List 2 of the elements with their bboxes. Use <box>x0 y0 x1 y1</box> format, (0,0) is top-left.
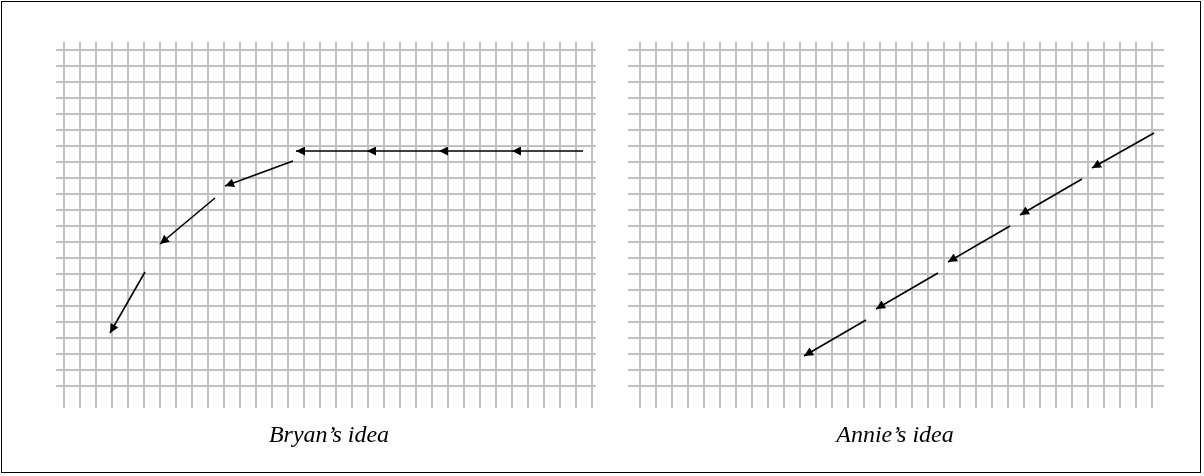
caption-text: Annie’s idea <box>836 422 954 446</box>
caption-text: Bryan’s idea <box>268 422 390 446</box>
